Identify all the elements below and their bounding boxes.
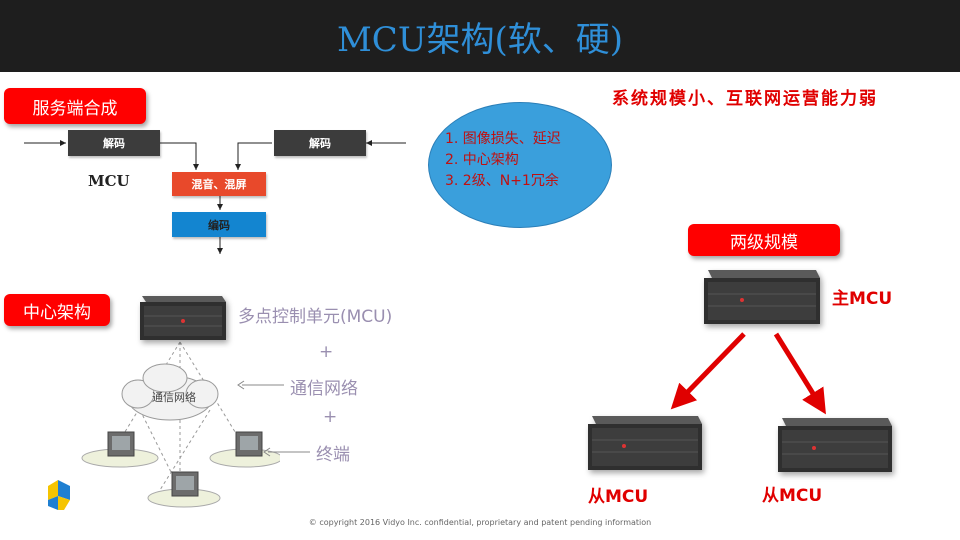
two-level-tag: 两级规模	[688, 224, 840, 256]
cloud-label: 通信网络	[152, 391, 196, 404]
issue-item: 1. 图像损失、延迟	[445, 131, 561, 147]
issues-list: 1. 图像损失、延迟 2. 中心架构 3. 2级、N+1冗余	[445, 129, 561, 192]
slave-mcu-label-right: 从MCU	[762, 486, 823, 506]
plus-sign: +	[319, 342, 334, 362]
terminal-icon	[209, 431, 280, 468]
decode-left-box: 解码	[68, 130, 160, 156]
arrow-left-icon	[263, 447, 310, 457]
encode-box: 编码	[172, 212, 266, 237]
network-diagram	[81, 341, 280, 508]
headline: 系统规模小、互联网运营能力弱	[612, 89, 878, 109]
slave-mcu-label-left: 从MCU	[588, 487, 649, 507]
server-side-tag: 服务端合成	[4, 88, 146, 124]
logo-icon	[48, 480, 70, 510]
master-mcu-label: 主MCU	[832, 289, 893, 309]
mcu-unit-text: 多点控制单元(MCU)	[238, 307, 393, 327]
arrow-left-icon	[237, 380, 284, 390]
issue-item: 2. 中心架构	[445, 152, 519, 168]
slave-server-icon	[588, 416, 702, 470]
network-text: 通信网络	[290, 379, 358, 399]
terminal-icon	[81, 431, 159, 468]
copyright-footer: © copyright 2016 Vidyo Inc. confidential…	[308, 518, 652, 527]
terminal-icon	[147, 471, 221, 508]
mcu-label: MCU	[88, 172, 130, 190]
mcu-server-icon	[140, 296, 226, 340]
issue-item: 3. 2级、N+1冗余	[445, 173, 559, 189]
page-title: MCU架构(软、硬)	[336, 19, 623, 60]
plus-sign: +	[323, 407, 338, 427]
master-server-icon	[704, 270, 820, 324]
central-tag: 中心架构	[4, 294, 110, 326]
slave-server-icon	[778, 418, 892, 472]
terminal-text: 终端	[316, 445, 350, 465]
mix-box: 混音、混屏	[172, 172, 266, 196]
cloud-icon	[121, 363, 219, 421]
title-bar: MCU架构(软、硬)	[0, 0, 960, 72]
issues-ellipse: 1. 图像损失、延迟 2. 中心架构 3. 2级、N+1冗余	[428, 102, 612, 228]
decode-right-box: 解码	[274, 130, 366, 156]
